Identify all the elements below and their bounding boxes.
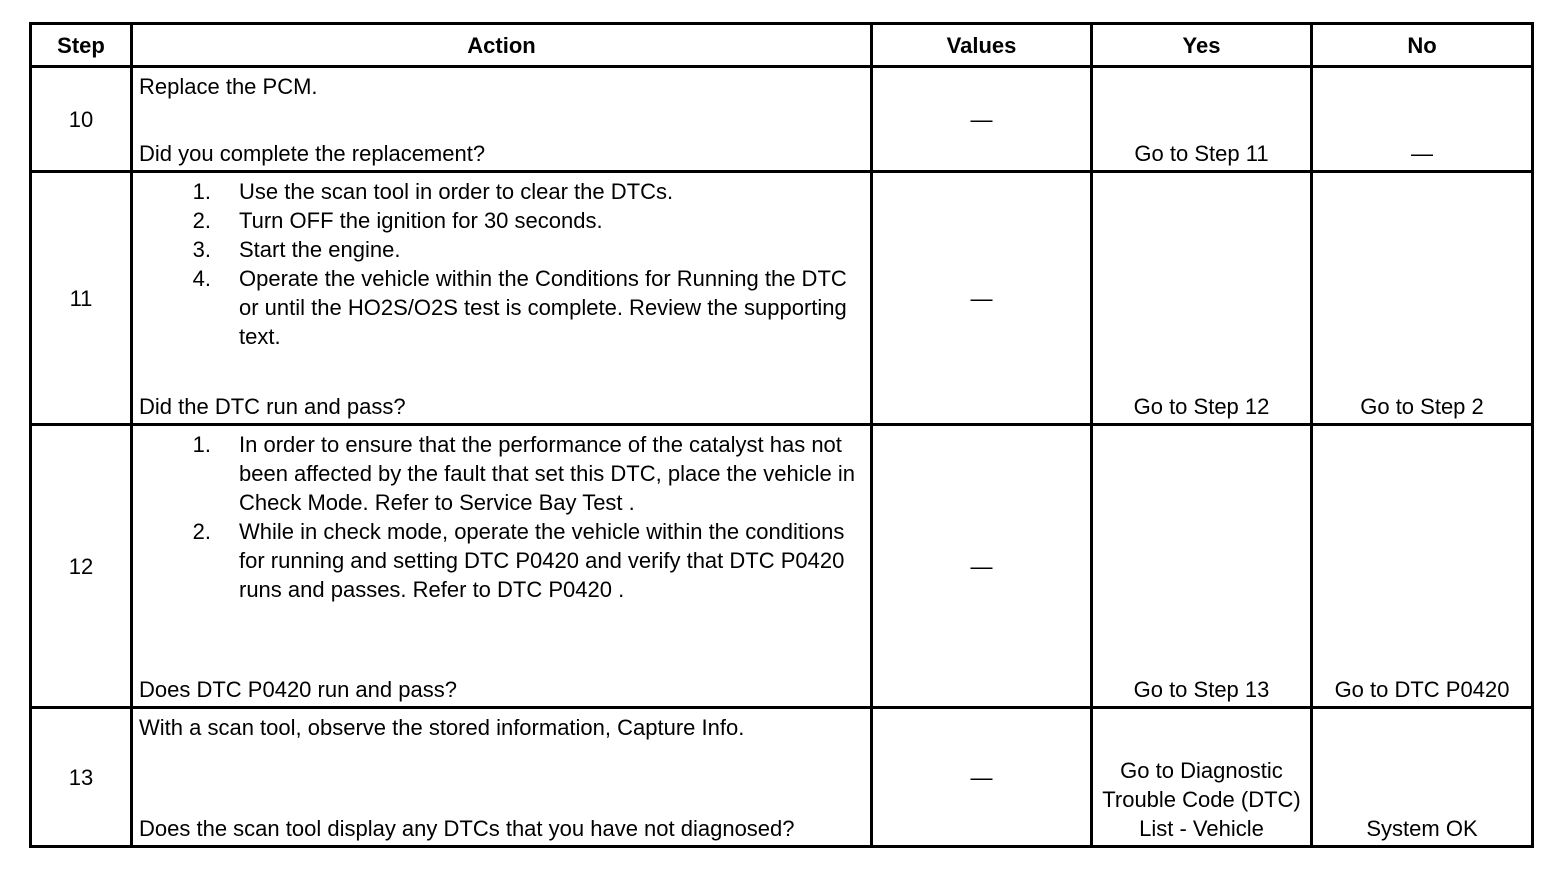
table-row: 12 1. In order to ensure that the performa… bbox=[29, 423, 1534, 709]
list-item-number: 2. bbox=[192, 519, 211, 544]
no-outcome: Go to Step 2 bbox=[1310, 170, 1534, 426]
action-steps-list: 1. In order to ensure that the performanc… bbox=[139, 430, 866, 604]
list-item-text: Use the scan tool in order to clear the … bbox=[239, 179, 674, 204]
header-yes: Yes bbox=[1090, 22, 1313, 68]
header-no: No bbox=[1310, 22, 1534, 68]
no-outcome: System OK bbox=[1310, 706, 1534, 848]
list-item-text: Start the engine. bbox=[239, 237, 401, 262]
values-cell: — bbox=[870, 706, 1093, 848]
no-outcome: Go to DTC P0420 bbox=[1310, 423, 1534, 709]
action-steps-list: 1. Use the scan tool in order to clear th… bbox=[139, 177, 866, 351]
table-header-row: Step Action Values Yes No bbox=[29, 22, 1534, 68]
action-question: Does the scan tool display any DTCs that… bbox=[139, 816, 795, 841]
values-cell: — bbox=[870, 65, 1093, 173]
list-item-number: 1. bbox=[192, 179, 211, 204]
list-item-text: Turn OFF the ignition for 30 seconds. bbox=[239, 208, 603, 233]
list-item: 1. In order to ensure that the performanc… bbox=[139, 430, 866, 517]
list-item: 4. Operate the vehicle within the Conditi… bbox=[139, 264, 866, 351]
action-cell: 1. Use the scan tool in order to clear th… bbox=[130, 170, 873, 426]
list-item: 1. Use the scan tool in order to clear th… bbox=[139, 177, 866, 206]
list-item-number: 4. bbox=[192, 266, 211, 291]
yes-outcome: Go to Diagnostic Trouble Code (DTC) List… bbox=[1090, 706, 1313, 848]
action-question: Does DTC P0420 run and pass? bbox=[139, 677, 457, 702]
values-cell: — bbox=[870, 170, 1093, 426]
yes-outcome: Go to Step 11 bbox=[1090, 65, 1313, 173]
action-instruction: With a scan tool, observe the stored inf… bbox=[139, 715, 745, 740]
step-number: 10 bbox=[29, 65, 133, 173]
no-outcome: — bbox=[1310, 65, 1534, 173]
list-item: 2. While in check mode, operate the vehic… bbox=[139, 517, 866, 604]
list-item-text: Operate the vehicle within the Condition… bbox=[239, 266, 847, 349]
list-item: 2. Turn OFF the ignition for 30 seconds. bbox=[139, 206, 866, 235]
header-values: Values bbox=[870, 22, 1093, 68]
step-number: 12 bbox=[29, 423, 133, 709]
action-cell: With a scan tool, observe the stored inf… bbox=[130, 706, 873, 848]
list-item: 3. Start the engine. bbox=[139, 235, 866, 264]
list-item-text: In order to ensure that the performance … bbox=[239, 432, 855, 515]
values-cell: — bbox=[870, 423, 1093, 709]
action-instruction: Replace the PCM. bbox=[139, 74, 318, 99]
header-action: Action bbox=[130, 22, 873, 68]
header-step: Step bbox=[29, 22, 133, 68]
action-cell: 1. In order to ensure that the performanc… bbox=[130, 423, 873, 709]
list-item-number: 3. bbox=[192, 237, 211, 262]
action-question: Did you complete the replacement? bbox=[139, 141, 486, 166]
yes-outcome: Go to Step 13 bbox=[1090, 423, 1313, 709]
list-item-text: While in check mode, operate the vehicle… bbox=[239, 519, 845, 602]
action-cell: Replace the PCM. Did you complete the rep… bbox=[130, 65, 873, 173]
step-number: 11 bbox=[29, 170, 133, 426]
yes-outcome: Go to Step 12 bbox=[1090, 170, 1313, 426]
list-item-number: 1. bbox=[192, 432, 211, 457]
table-row: 11 1. Use the scan tool in order to clear … bbox=[29, 170, 1534, 426]
step-number: 13 bbox=[29, 706, 133, 848]
list-item-number: 2. bbox=[192, 208, 211, 233]
action-question: Did the DTC run and pass? bbox=[139, 394, 406, 419]
